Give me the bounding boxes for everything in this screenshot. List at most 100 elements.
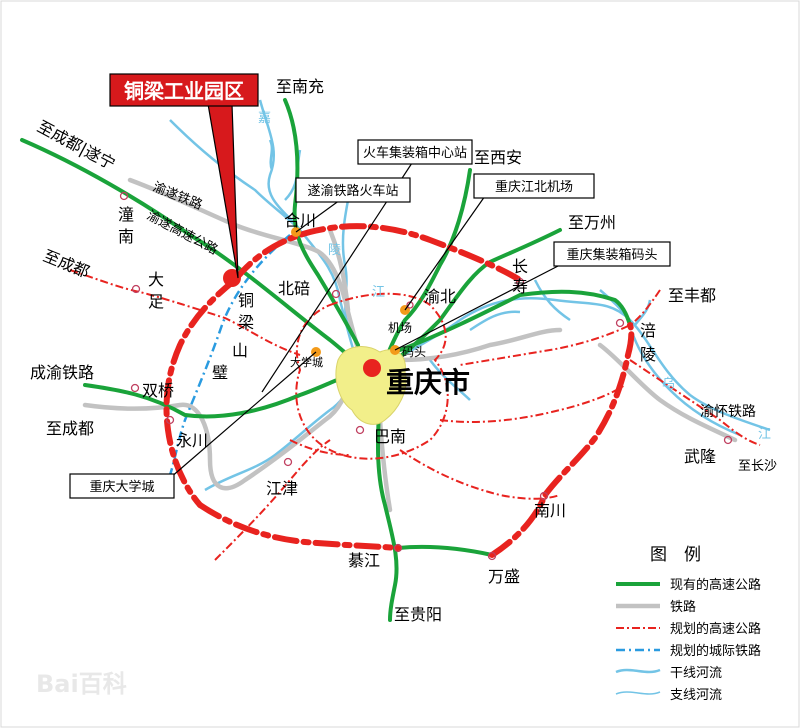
label-tongliang-2: 梁 [238, 313, 254, 332]
label-hechuan: 合川 [284, 211, 316, 230]
callout-suiyu-text: 遂渝铁路火车站 [307, 183, 398, 199]
callout-university-box [69, 473, 175, 499]
rivers [169, 99, 771, 492]
legend-swatch-branch-river [615, 691, 661, 695]
label-daxuecheng: 大学城 [290, 355, 323, 369]
planned-east [439, 384, 626, 423]
planned-intercity-rail [168, 234, 291, 476]
railways [82, 177, 738, 513]
label-jialing-river-3: 江 [372, 285, 385, 300]
ring-south [197, 502, 401, 551]
tongnan-marker [119, 191, 129, 201]
callout-train-center-box [357, 139, 473, 165]
map-labels: 至南充 至西安 至万州 至丰都 至长沙 至贵阳 至成都|遂宁 至成都 至成都 渝… [30, 77, 777, 624]
callout-airport-text: 重庆江北机场 [495, 179, 573, 195]
watermark: Bai百科 [36, 670, 127, 698]
planned-changsha [629, 359, 761, 446]
planned-north-inner [289, 439, 351, 456]
legend-label-planned-expressway: 规划的高速公路 [670, 621, 761, 637]
expressways [20, 98, 632, 622]
callout-airport-box [473, 173, 595, 199]
wulong-marker [723, 435, 733, 445]
railway-north [327, 227, 351, 313]
leader-airport [404, 195, 486, 311]
label-fuling-1: 涪 [640, 321, 656, 340]
expressway-west [83, 373, 352, 419]
planned-fengdu [459, 289, 661, 366]
dazu-marker [131, 284, 141, 294]
yuhuai-railway [597, 342, 738, 443]
banner-box [109, 73, 259, 107]
banan-marker [355, 425, 365, 435]
label-matou: 码头 [402, 345, 426, 359]
ring-west [163, 277, 238, 508]
label-yubei: 渝北 [424, 287, 456, 306]
callout-boxes: 火车集装箱中心站 遂渝铁路火车站 重庆江北机场 重庆集装箱码头 重庆大学城 [69, 139, 671, 499]
fu-river [169, 119, 301, 231]
callout-port-box [553, 241, 671, 267]
label-jiang-east: 江 [758, 427, 771, 442]
legend-label-main-river: 干线河流 [670, 666, 722, 681]
label-bishan-1: 山 [232, 341, 248, 360]
qijiang-marker [393, 543, 403, 553]
label-yuhuai-rail: 渝怀铁路 [700, 404, 756, 420]
label-changshou-1: 长 [512, 257, 528, 276]
label-bishan-2: 璧 [212, 363, 228, 382]
label-tongnan-1: 潼 [118, 205, 134, 224]
legend-label-branch-river: 支线河流 [670, 688, 722, 703]
label-qijiang: 綦江 [348, 551, 380, 570]
label-nanchuan: 南川 [534, 501, 566, 520]
label-tongliang-1: 铜 [238, 291, 254, 310]
label-chongqing: 重庆市 [386, 366, 470, 399]
yongchuan-marker [165, 415, 175, 425]
label-chengdu-3: 至成都 [46, 419, 94, 438]
label-nanchong: 至南充 [276, 77, 324, 96]
label-wansheng: 万盛 [488, 567, 520, 586]
label-tongnan-2: 南 [118, 227, 134, 246]
beibei-marker [331, 289, 341, 299]
label-jialing-river-2: 陵 [328, 243, 341, 258]
chongqing-core-area [335, 346, 407, 425]
label-fengdu: 至丰都 [668, 286, 716, 305]
expressway-xian [383, 168, 472, 362]
callout-train-center-text: 火车集装箱中心站 [363, 145, 467, 161]
legend-label-planned-intercity-rail: 规划的城际铁路 [670, 643, 761, 659]
leader-university [169, 351, 317, 479]
shuangqiao-marker [130, 383, 140, 393]
banner-text: 铜梁工业园区 [124, 79, 244, 103]
wu-river [630, 331, 741, 437]
legend-swatch-main-river [615, 668, 661, 674]
label-shuangqiao: 双桥 [142, 381, 174, 400]
railway-south [377, 417, 393, 513]
leader-suiyu [295, 199, 341, 233]
nanchuan-marker [539, 491, 549, 501]
label-jialing-river: 嘉 [258, 111, 271, 126]
label-wu-river: 乌 [662, 376, 675, 392]
river-branch-2 [429, 310, 521, 401]
ring-southeast [489, 322, 635, 558]
label-chengyu-rail: 成渝铁路 [30, 363, 94, 382]
label-dazu-1: 大 [148, 270, 164, 289]
expressway-south [375, 388, 399, 622]
legend-label-railway: 铁路 [670, 599, 696, 615]
callout-port-text: 重庆集装箱码头 [566, 247, 657, 263]
label-dazu-2: 足 [148, 292, 164, 311]
label-jichang: 机场 [388, 321, 412, 335]
yangtze-river-east [394, 296, 771, 432]
fuling-marker [615, 318, 625, 328]
label-changshou-2: 寿 [512, 277, 528, 296]
tongliang-point [223, 269, 241, 287]
railway-east [397, 327, 563, 363]
expressway-wanzhou [393, 228, 562, 362]
label-jiangjin: 江津 [266, 479, 298, 498]
label-guiyang: 至贵阳 [394, 605, 442, 624]
label-yongchuan: 永川 [176, 431, 208, 450]
expressway-chengdu-suining [20, 138, 367, 370]
planned-expressways-inner [69, 269, 761, 561]
leader-port [394, 264, 561, 351]
label-banan: 巴南 [374, 427, 406, 446]
wansheng-marker [487, 551, 497, 561]
legend-title: 图 例 [650, 545, 701, 565]
label-fuling-2: 陵 [640, 345, 656, 364]
